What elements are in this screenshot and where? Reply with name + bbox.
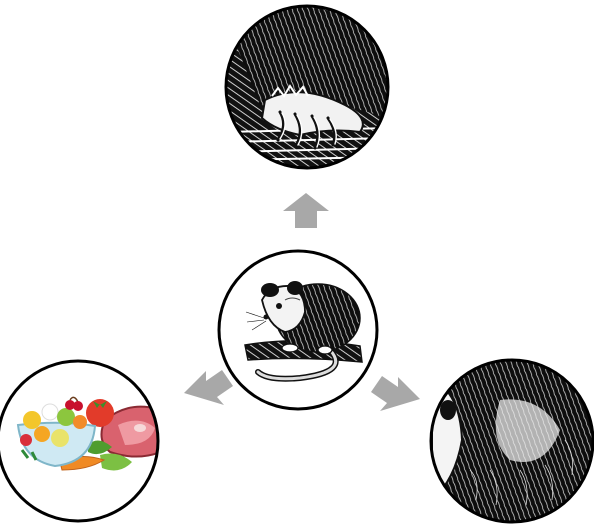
top-circle: [220, 0, 400, 180]
arrow-up-icon: [283, 193, 329, 228]
arrow-down-right-icon: [371, 376, 420, 411]
center-circle: [219, 251, 377, 409]
bottom-right-circle: [428, 356, 594, 526]
arrow-down-left-icon: [184, 370, 233, 405]
bottom-left-circle: [0, 361, 170, 521]
